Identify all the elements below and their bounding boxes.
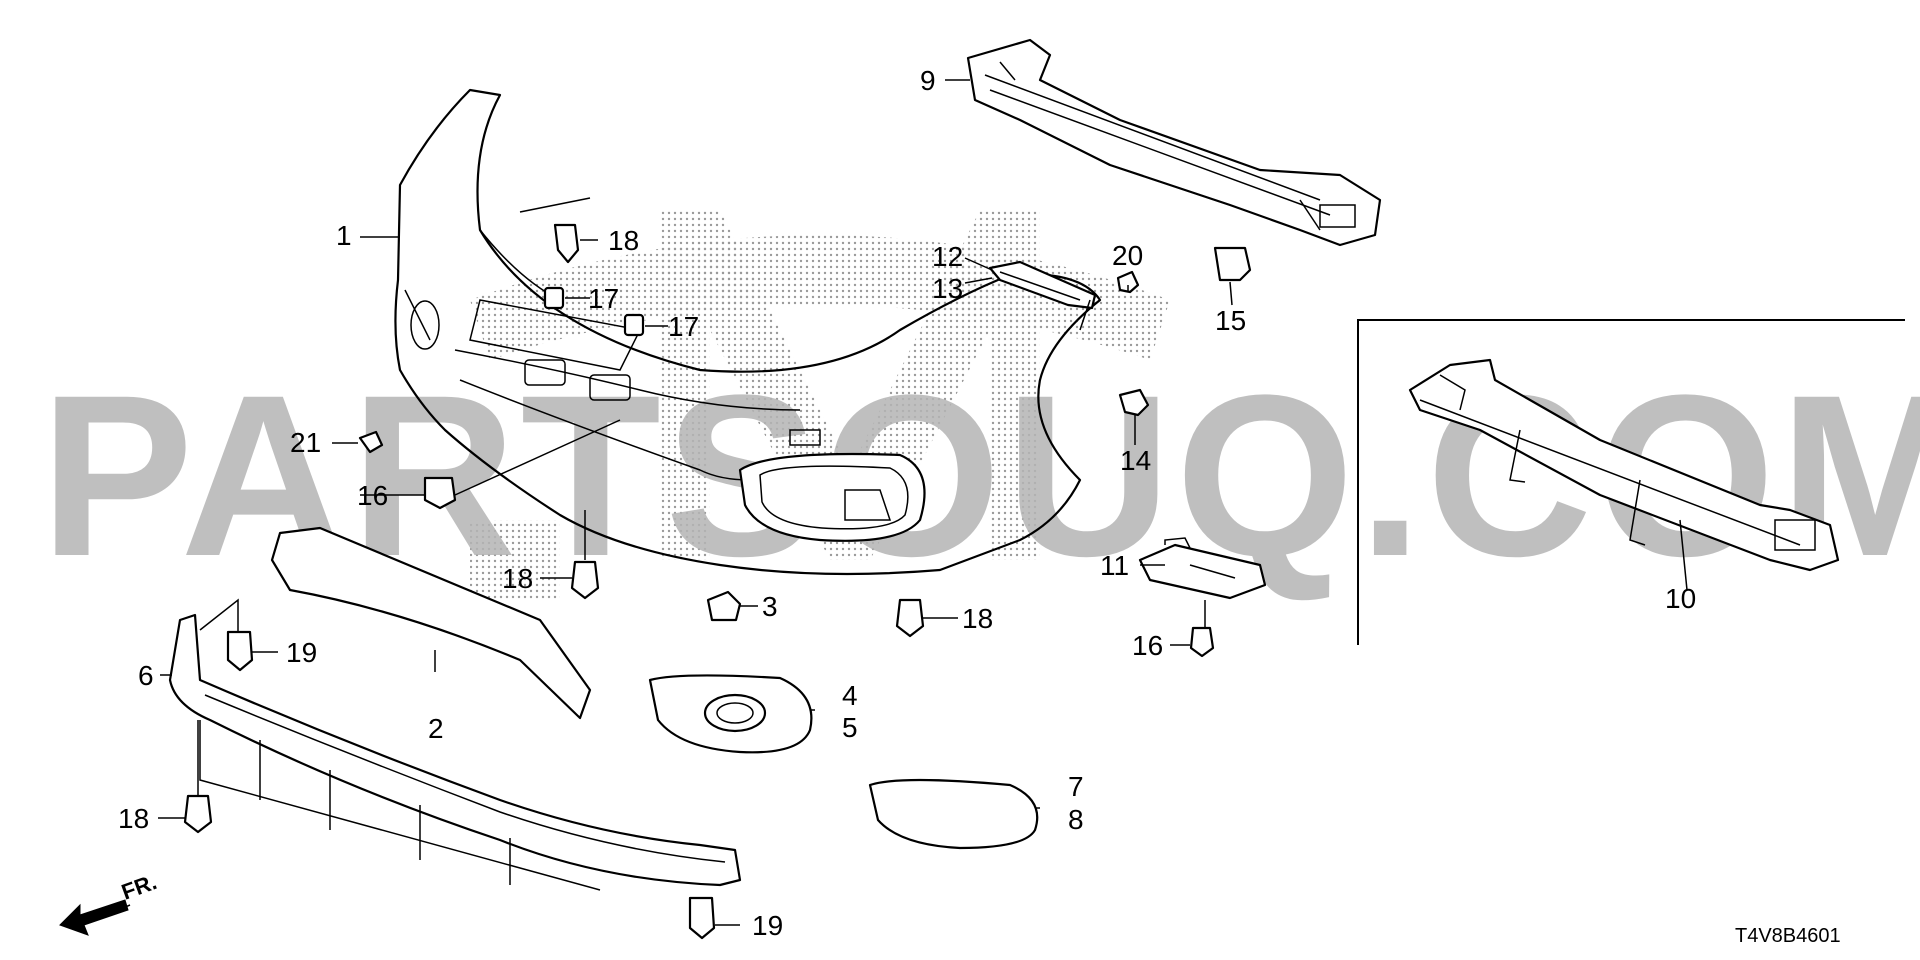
- fastener-20: [1116, 270, 1140, 294]
- fastener-19b: [688, 896, 716, 940]
- fastener-17a: [543, 286, 565, 310]
- callout-5: 5: [842, 712, 858, 743]
- callout-16a: 16: [357, 480, 388, 511]
- part-2-grille: [270, 526, 592, 720]
- callout-18a: 18: [608, 225, 639, 256]
- diagram-code: T4V8B4601: [1735, 925, 1841, 947]
- part-7-8-grille-garnish: [868, 778, 1039, 850]
- callout-15: 15: [1215, 305, 1246, 336]
- fastener-21: [358, 430, 384, 454]
- fastener-18a: [553, 223, 580, 264]
- fastener-14: [1118, 388, 1150, 417]
- callout-3: 3: [762, 591, 778, 622]
- part-12-13-bracket: [988, 260, 1097, 310]
- fastener-17b: [623, 313, 645, 337]
- part-6-lower-spoiler: [168, 613, 742, 891]
- part-10-box: [1357, 319, 1905, 645]
- callout-7: 7: [1068, 771, 1084, 802]
- callout-19b: 19: [752, 910, 783, 941]
- callout-10: 10: [1665, 583, 1696, 614]
- leader-lines: [158, 79, 1688, 926]
- fastener-18b: [570, 560, 600, 600]
- callout-1: 1: [336, 220, 352, 251]
- callout-11: 11: [1100, 550, 1129, 581]
- callout-18b: 18: [502, 563, 533, 594]
- callout-19a: 19: [286, 637, 317, 668]
- part-11-bracket: [1138, 537, 1267, 600]
- part-3-clip: [706, 590, 742, 622]
- fastener-19a: [226, 630, 254, 672]
- callout-21: 21: [290, 427, 321, 458]
- fastener-16a: [423, 476, 457, 510]
- callout-18d: 18: [118, 803, 149, 834]
- part-1-bumper-cover: [394, 88, 1102, 576]
- callout-16b: 16: [1132, 630, 1163, 661]
- callout-20: 20: [1112, 240, 1143, 271]
- callout-4: 4: [842, 680, 858, 711]
- fastener-15: [1213, 246, 1252, 282]
- callout-17a: 17: [588, 283, 619, 314]
- part-9-upper-beam: [966, 38, 1382, 247]
- callout-12: 12: [932, 241, 963, 272]
- fastener-18d: [183, 794, 213, 834]
- direction-label: FR.: [118, 869, 160, 905]
- front-direction-indicator: FR.: [59, 869, 160, 936]
- callout-8: 8: [1068, 804, 1084, 835]
- callout-labels: 1 2 3 4 5 6 7 8 9 10 11 12 13 14 15 16 1…: [118, 65, 1696, 941]
- fasteners: [183, 223, 1252, 940]
- callout-17b: 17: [668, 311, 699, 342]
- callout-13: 13: [932, 273, 963, 304]
- callout-9: 9: [920, 65, 936, 96]
- callout-6: 6: [138, 660, 154, 691]
- fastener-18c: [895, 598, 925, 638]
- callout-14: 14: [1120, 445, 1151, 476]
- fastener-16b: [1189, 626, 1215, 658]
- part-4-5-fog-garnish: [648, 674, 813, 754]
- callout-18c: 18: [962, 603, 993, 634]
- callout-2: 2: [428, 713, 444, 744]
